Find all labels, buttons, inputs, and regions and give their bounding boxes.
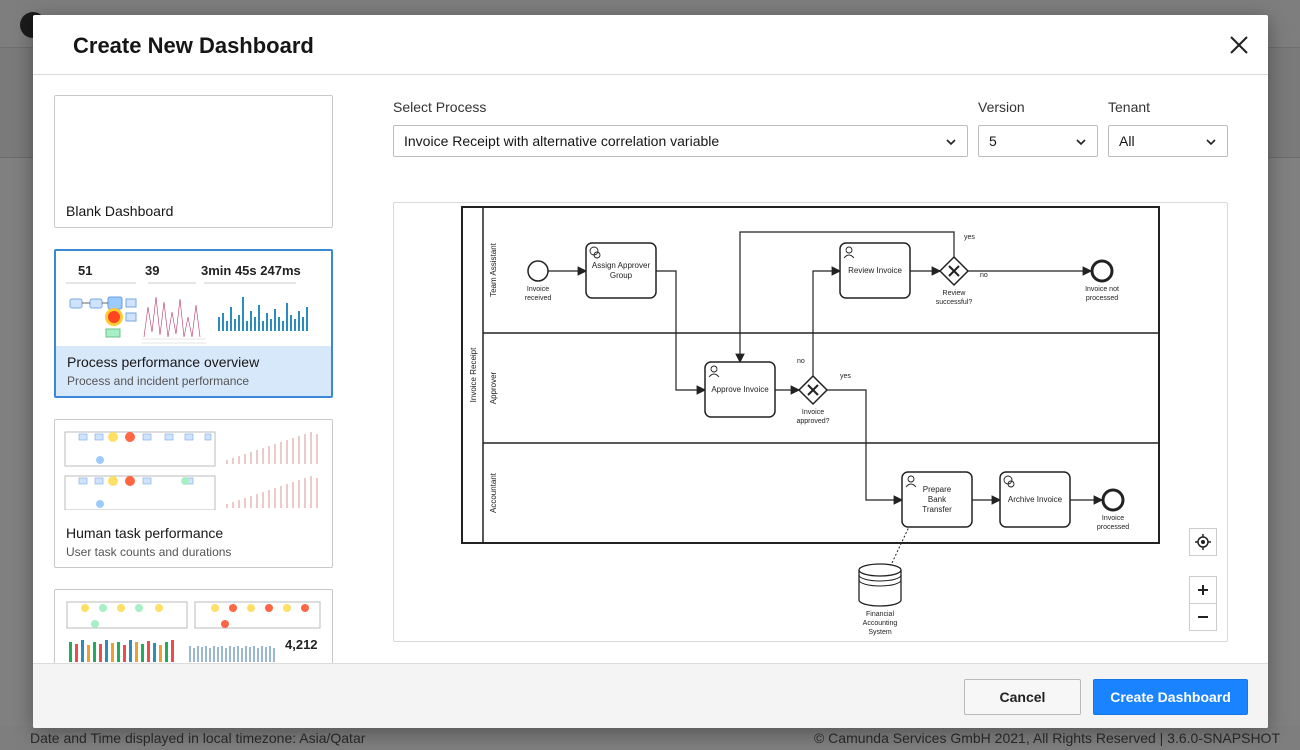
task-approve-invoice[interactable]: Approve Invoice xyxy=(704,361,776,418)
gateway-label: approved? xyxy=(796,418,829,425)
version-label: Version xyxy=(978,99,1025,115)
kpi-value: 3min 45s 247ms xyxy=(201,263,301,278)
minus-icon xyxy=(1198,616,1208,618)
task-archive-invoice[interactable]: Archive Invoice xyxy=(999,471,1071,528)
process-select-value: Invoice Receipt with alternative correla… xyxy=(404,133,720,149)
cancel-button[interactable]: Cancel xyxy=(964,679,1081,715)
crosshair-icon xyxy=(1195,534,1211,550)
modal-title: Create New Dashboard xyxy=(73,33,314,58)
chevron-down-icon xyxy=(1076,139,1086,146)
end-event[interactable] xyxy=(1090,259,1114,283)
gateway-invoice-approved[interactable]: Invoice approved? xyxy=(796,374,830,425)
template-card-blank[interactable]: Blank Dashboard xyxy=(54,95,333,228)
gateway-label: successful? xyxy=(936,299,973,306)
gateway-review-successful[interactable]: Review successful? xyxy=(936,255,973,306)
modal-body: Blank Dashboard 51 39 3min 45s 247ms xyxy=(33,75,1268,663)
modal-header: Create New Dashboard xyxy=(33,15,1268,75)
zoom-in-button[interactable] xyxy=(1189,576,1217,604)
flow-label: no xyxy=(980,272,988,279)
task-label: Transfer xyxy=(922,505,952,514)
task-label: Review Invoice xyxy=(848,266,902,275)
task-label: Prepare xyxy=(923,485,952,494)
lane-label: Approver xyxy=(489,371,498,404)
task-label: Assign Approver xyxy=(592,261,651,270)
process-label: Select Process xyxy=(393,99,487,115)
card-subtitle: Process and incident performance xyxy=(67,374,250,388)
card-info: Process performance overview Process and… xyxy=(56,346,331,396)
gateway-label: Invoice xyxy=(802,409,824,416)
plus-icon xyxy=(1198,585,1208,595)
kpi-value: 51 xyxy=(78,263,93,278)
bpmn-canvas: Invoice Receipt Team Assistant Approver … xyxy=(461,206,1160,636)
task-label: Archive Invoice xyxy=(1008,495,1063,504)
pool-label: Invoice Receipt xyxy=(469,347,478,402)
data-store-financial-accounting[interactable]: Financial Accounting System xyxy=(858,563,902,636)
lane-label: Accountant xyxy=(489,472,498,513)
end-event[interactable] xyxy=(1101,488,1125,512)
end-event-label: Invoice xyxy=(1102,515,1124,522)
process-select[interactable]: Invoice Receipt with alternative correla… xyxy=(393,125,968,157)
chevron-down-icon xyxy=(1206,139,1216,146)
gateway-label: Review xyxy=(943,290,967,297)
template-card-portfolio[interactable]: 4,212 xyxy=(54,589,333,663)
lane-label: Team Assistant xyxy=(489,242,498,297)
template-list[interactable]: Blank Dashboard 51 39 3min 45s 247ms xyxy=(54,95,334,663)
app-footer: Date and Time displayed in local timezon… xyxy=(0,726,1300,750)
task-prepare-bank-transfer[interactable]: Prepare Bank Transfer xyxy=(901,471,973,528)
data-store-label: System xyxy=(868,629,892,636)
kpi-value: 39 xyxy=(145,263,160,278)
card-subtitle: User task counts and durations xyxy=(66,545,232,559)
version-select[interactable]: 5 xyxy=(978,125,1098,157)
card-title: Human task performance xyxy=(66,525,224,541)
card-title: Blank Dashboard xyxy=(66,203,174,219)
close-icon xyxy=(1230,36,1248,54)
start-event-label: received xyxy=(525,295,552,302)
card-title: Process performance overview xyxy=(67,354,260,370)
bpmn-diagram[interactable]: Invoice Receipt Team Assistant Approver … xyxy=(393,202,1228,642)
flow-label: yes xyxy=(964,234,975,241)
preview-thumbnail xyxy=(64,431,318,510)
copyright-note: © Camunda Services GmbH 2021, All Rights… xyxy=(813,730,1280,746)
pool-shape xyxy=(461,206,1160,544)
card-info: Blank Dashboard xyxy=(55,195,332,227)
kpi-value: 4,212 xyxy=(285,637,318,652)
task-review-invoice[interactable]: Review Invoice xyxy=(839,242,911,299)
tenant-select[interactable]: All xyxy=(1108,125,1228,157)
preview-thumbnail xyxy=(66,282,308,344)
reset-view-button[interactable] xyxy=(1189,528,1217,556)
flow-label: yes xyxy=(840,373,851,380)
end-event-label: processed xyxy=(1097,524,1129,531)
preview-thumbnail xyxy=(66,601,321,662)
process-selection-area: Select Process Invoice Receipt with alte… xyxy=(393,75,1233,663)
start-event-label: Invoice xyxy=(527,286,549,293)
data-store-label: Financial xyxy=(866,611,894,618)
flow-label: no xyxy=(797,358,805,365)
version-select-value: 5 xyxy=(989,133,997,149)
task-label: Bank xyxy=(928,495,947,504)
data-store-label: Accounting xyxy=(863,620,898,627)
start-event[interactable] xyxy=(527,260,549,282)
create-dashboard-modal: Create New Dashboard Blank Dashboard 51 … xyxy=(33,15,1268,728)
modal-footer: Cancel Create Dashboard xyxy=(33,663,1268,728)
create-dashboard-button[interactable]: Create Dashboard xyxy=(1093,679,1248,715)
end-event-label: processed xyxy=(1086,295,1118,302)
task-label: Approve Invoice xyxy=(711,385,769,394)
card-info: Human task performance User task counts … xyxy=(55,517,332,567)
timezone-note: Date and Time displayed in local timezon… xyxy=(30,730,366,746)
zoom-out-button[interactable] xyxy=(1189,603,1217,631)
tenant-select-value: All xyxy=(1119,133,1135,149)
close-button[interactable] xyxy=(1224,30,1254,60)
template-card-human-task[interactable]: Human task performance User task counts … xyxy=(54,419,333,568)
chevron-down-icon xyxy=(946,139,956,146)
template-card-process-performance[interactable]: 51 39 3min 45s 247ms xyxy=(54,249,333,398)
task-label: Group xyxy=(610,271,633,280)
end-event-label: Invoice not xyxy=(1085,286,1119,293)
tenant-label: Tenant xyxy=(1108,99,1151,115)
task-assign-approver-group[interactable]: Assign Approver Group xyxy=(585,242,657,299)
